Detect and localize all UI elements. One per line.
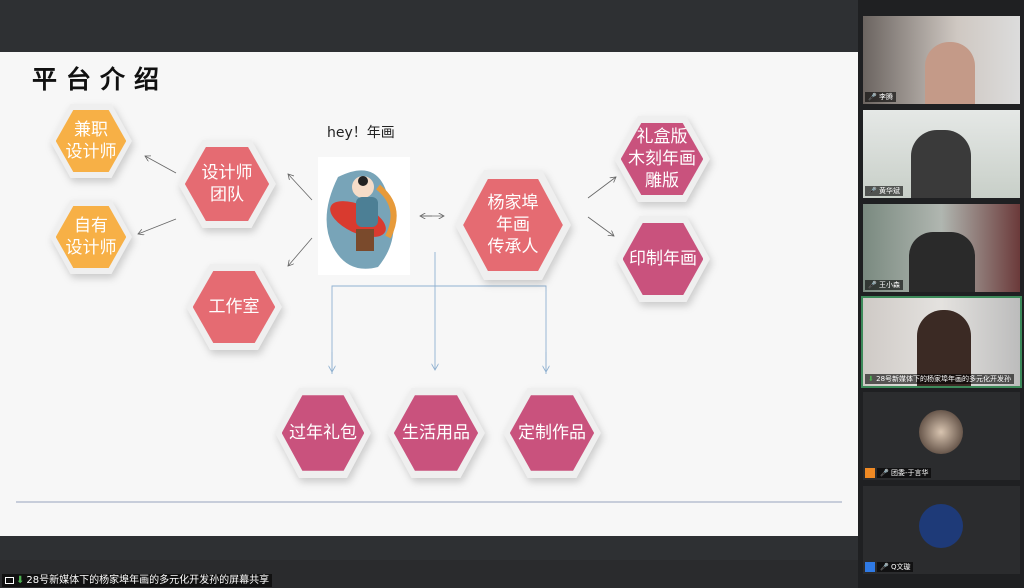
shared-screen-slide: 平台介绍 hey！年画	[0, 52, 858, 536]
screen-share-label: ⬇ 28号新媒体下的杨家埠年画的多元化开发孙的屏幕共享	[2, 574, 273, 587]
hex-jianzhi-designer: 兼职 设计师	[50, 104, 132, 178]
arrow	[145, 156, 177, 174]
participant-name: 🎤 李腾	[865, 92, 896, 102]
hex-printed-nianhua: 印制年画	[616, 216, 710, 302]
video-tile[interactable]: 🎤 团委-于言华	[863, 392, 1020, 480]
screen-icon	[5, 577, 14, 584]
connector	[331, 285, 547, 374]
arrow	[288, 174, 313, 201]
mic-icon: ⬇	[868, 375, 874, 383]
mic-icon: 🎤	[880, 563, 889, 571]
avatar	[919, 410, 963, 454]
user-icon	[865, 468, 875, 478]
mic-icon: 🎤	[868, 281, 877, 289]
mic-icon: 🎤	[880, 469, 889, 477]
hex-custom-works: 定制作品	[503, 388, 601, 478]
avatar	[919, 504, 963, 548]
slide-title: 平台介绍	[32, 65, 169, 94]
participant-name: ⬇ 28号新媒体下的杨家埠年画的多元化开发孙	[865, 374, 1015, 384]
hex-ziyou-designer: 自有 设计师	[50, 200, 132, 274]
participant-name: 🎤 黄华斌	[865, 186, 903, 196]
video-tile[interactable]: 🎤 李腾	[863, 16, 1020, 104]
user-icon	[865, 562, 875, 572]
hey-label: hey！年画	[327, 125, 395, 141]
participant-name: 🎤 团委-于言华	[877, 468, 932, 478]
arrow	[288, 237, 313, 266]
meeting-bottom-bar	[0, 536, 858, 560]
arrow	[587, 216, 614, 236]
video-tile[interactable]: 🎤 王小森	[863, 204, 1020, 292]
arrow	[138, 218, 177, 234]
hex-inheritor: 杨家埠 年画 传承人	[455, 170, 571, 280]
hex-designer-team: 设计师 团队	[178, 140, 276, 228]
hex-daily-goods: 生活用品	[387, 388, 485, 478]
nianhua-image	[318, 157, 410, 275]
video-tile[interactable]: 🎤 黄华斌	[863, 110, 1020, 198]
arrow	[587, 177, 616, 199]
mic-icon: 🎤	[868, 93, 877, 101]
video-tile-active-speaker[interactable]: ⬇ 28号新媒体下的杨家埠年画的多元化开发孙	[861, 296, 1022, 388]
hex-studio: 工作室	[186, 264, 282, 350]
hex-giftbox-woodcut: 礼盒版 木刻年画 雕版	[614, 116, 710, 202]
participant-panel: 🎤 李腾 🎤 黄华斌 🎤 王小森 ⬇ 28号新媒体下的杨家埠年画的多元化开发孙 …	[858, 0, 1024, 588]
participant-name: 🎤 Q文璇	[877, 562, 914, 572]
mic-icon: ⬇	[16, 575, 25, 586]
connector-arrows	[16, 52, 842, 503]
mic-icon: 🎤	[868, 187, 877, 195]
meeting-top-bar	[0, 0, 858, 52]
participant-name: 🎤 王小森	[865, 280, 903, 290]
hex-newyear-gift: 过年礼包	[275, 388, 371, 478]
video-tile[interactable]: 🎤 Q文璇	[863, 486, 1020, 574]
